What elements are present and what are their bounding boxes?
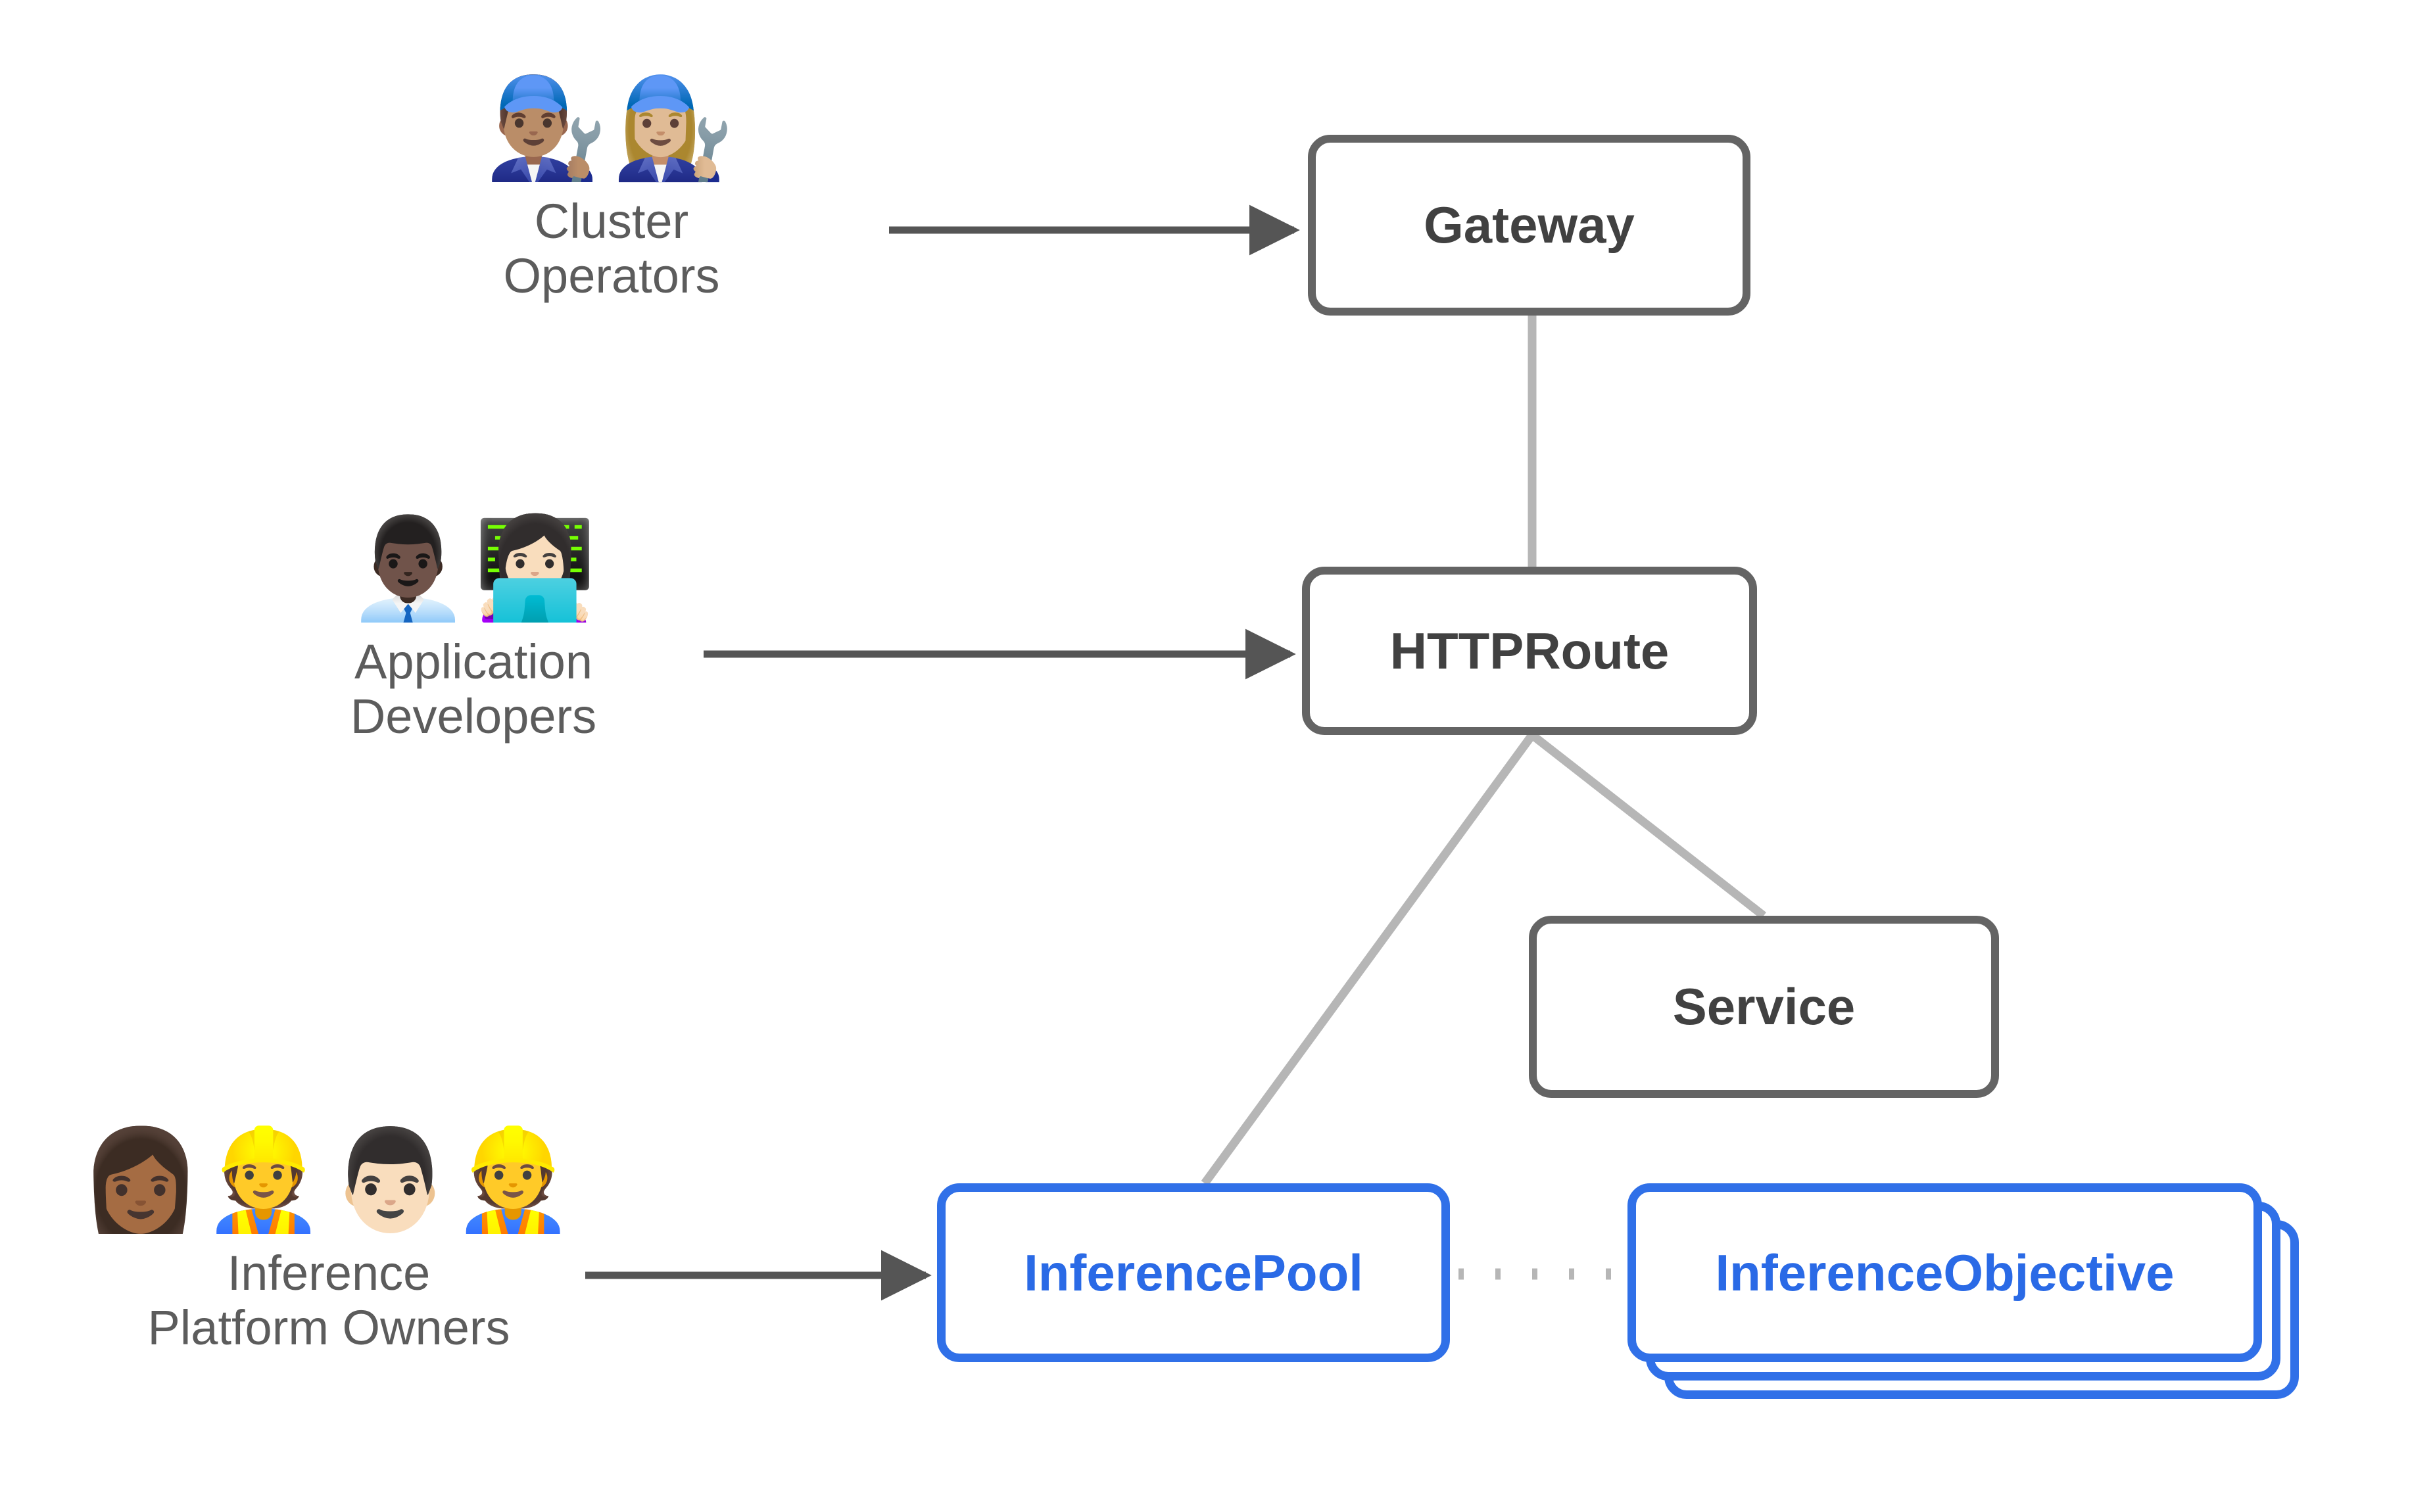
persona-cluster-operators[interactable]: 👨🏽‍🔧👩🏼‍🔧 Cluster Operators <box>421 79 802 304</box>
node-inferenceobjective-stack[interactable]: InferenceObjective <box>1627 1183 2299 1400</box>
node-gateway[interactable]: Gateway <box>1308 135 1750 316</box>
node-inferencepool[interactable]: InferencePool <box>937 1183 1450 1362</box>
persona-label-application-developers: Application Developers <box>350 634 597 744</box>
persona-label-cluster-operators: Cluster Operators <box>503 194 720 303</box>
persona-label-inference-platform-owners: Inference Platform Owners <box>147 1246 510 1355</box>
construction-workers-emoji: 👩🏾‍👷👨🏻‍👷 <box>79 1123 579 1237</box>
developers-emoji: 👨🏿‍💼👩🏻‍💻 <box>347 511 600 626</box>
node-label-inferencepool: InferencePool <box>1024 1243 1363 1302</box>
node-label-httproute: HTTPRoute <box>1389 621 1670 680</box>
node-httproute[interactable]: HTTPRoute <box>1302 567 1757 735</box>
node-label-gateway: Gateway <box>1424 196 1635 254</box>
edge-httproute-service <box>1529 731 1767 920</box>
edge-httproute-inferencepool <box>1201 732 1536 1186</box>
node-label-service: Service <box>1672 978 1856 1035</box>
node-service[interactable]: Service <box>1529 916 1999 1098</box>
persona-application-developers[interactable]: 👨🏿‍💼👩🏻‍💻 Application Developers <box>276 519 671 744</box>
mechanics-emoji: 👨🏽‍🔧👩🏼‍🔧 <box>485 71 738 185</box>
node-inferenceobjective[interactable]: InferenceObjective <box>1627 1183 2262 1362</box>
persona-inference-platform-owners[interactable]: 👩🏾‍👷👨🏻‍👷 Inference Platform Owners <box>79 1131 574 1356</box>
node-label-inferenceobjective: InferenceObjective <box>1715 1243 2175 1302</box>
